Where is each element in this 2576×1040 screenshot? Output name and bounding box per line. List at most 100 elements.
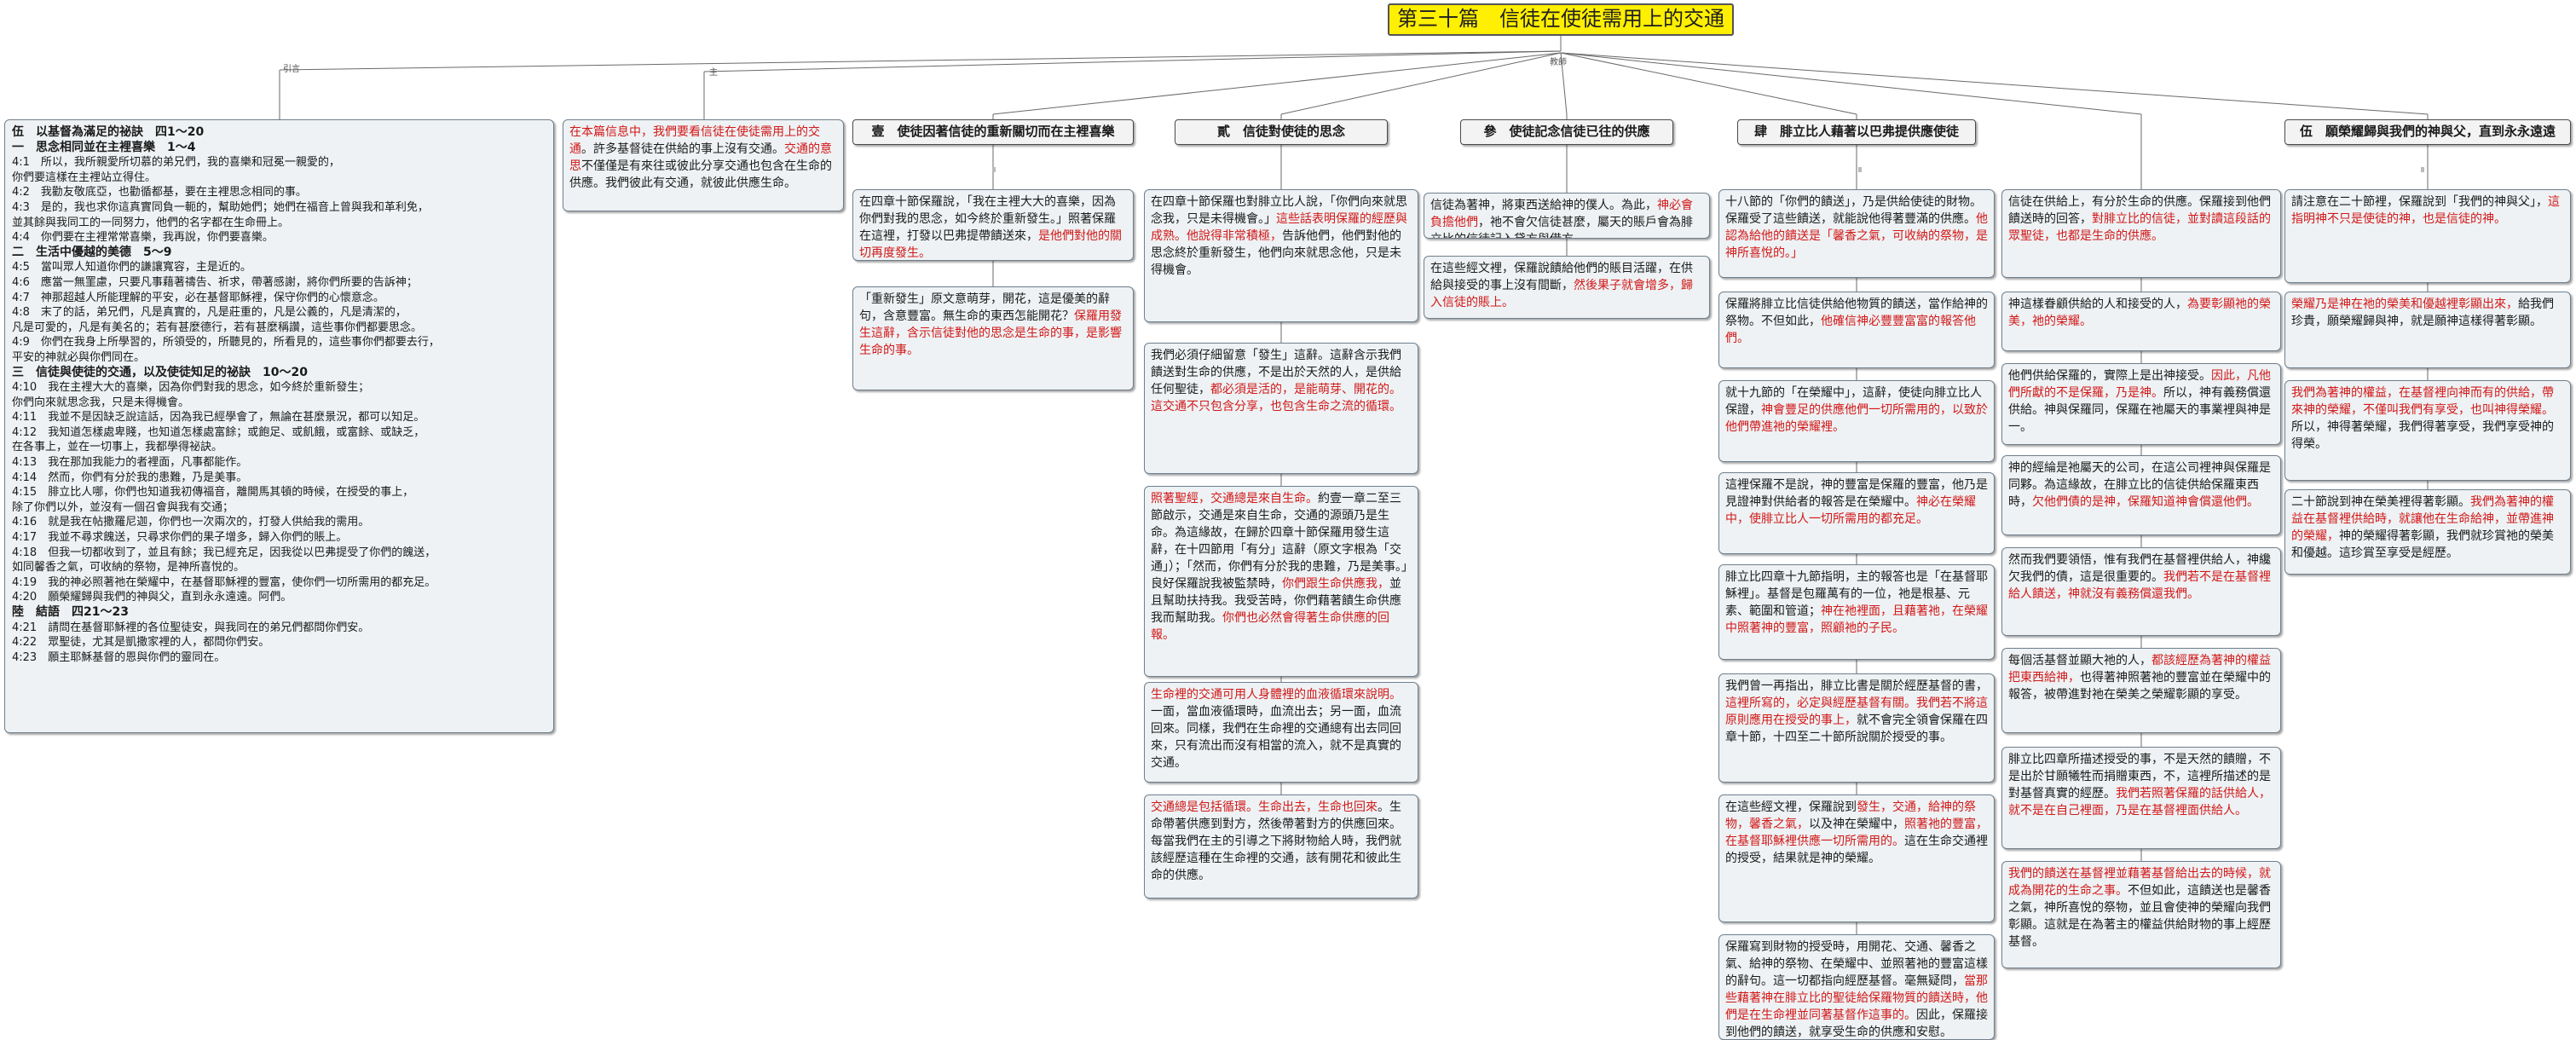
outline-verse-line: 4:5 當叫眾人知道你們的謙讓寬容，主是近的。	[12, 261, 251, 274]
highlighted-text: 我們若照著保羅的話供給人，就不是在自己裡面，乃是在基督裡面供給人。	[2008, 787, 2271, 818]
body-text: 這裡保羅不是說，神的豐富是保羅的豐富，他乃是見證神對供給者的報答是在榮耀中。	[1725, 478, 1988, 509]
highlighted-text: 照著聖經，交通總是來自生命。	[1151, 492, 1318, 506]
body-text: 就十九節的「在榮耀中」，這辭，使徒向腓立比人保證，	[1725, 386, 1982, 417]
highlighted-text: 是他們對他的關切再度發生。	[859, 229, 1122, 260]
body-text: 十八節的「你們的饋送」，乃是供給使徒的財物。保羅受了這些饋送，就能說他得著豐滿的…	[1725, 195, 1982, 226]
note-box[interactable]: 然而我們要領悟，惟有我們在基督裡供給人，神纔欠我們的債，這是很重要的。我們若不是…	[2001, 547, 2281, 636]
body-text: 在四章十節保羅說，「我在主裡大大的喜樂，因為你們對我的思念，如今終於重新發生。」…	[859, 195, 1116, 243]
outline-verse-line: 並其餘與我同工的一同努力，他們的名字都在生命冊上。	[12, 216, 290, 229]
outline-verse-line: 4:11 我並不是因缺乏說這話，因為我已經學會了，無論在甚麼景況，都可以知足。	[12, 411, 425, 425]
note-box[interactable]: 在四章十節保羅也對腓立比人說，「你們向來就思念我，只是未得機會。」這些話表明保羅…	[1144, 189, 1418, 322]
body-text: 神的經綸是祂屬天的公司，在這公司裡神與保羅是同夥。為這緣故，在腓立比的信徒供給保…	[2008, 461, 2271, 509]
topic-heading[interactable]: 參 使徒記念信徒已往的供應	[1460, 119, 1673, 145]
highlighted-text: 神在祂裡面，且藉著祂，在榮耀中照著神的豐富，照顧祂的子民。	[1725, 604, 1988, 635]
outline-section-heading: 三 信徒與使徒的交通，以及使徒知足的祕訣 10～20	[12, 365, 308, 379]
note-box[interactable]: 生命裡的交通可用人身體裡的血液循環來說明。一面，當血液循環時，血流出去；另一面，…	[1144, 682, 1418, 783]
body-text: 保羅寫到財物的授受時，用開花、交通、馨香之氣、給神的祭物、在榮耀中、並照著祂的豐…	[1725, 940, 1988, 988]
note-box[interactable]: 「重新發生」原文意萌芽，開花，這是優美的辭句，含意豐富。無生命的東西怎能開花？保…	[852, 286, 1134, 390]
topic-heading[interactable]: 貳 信徒對使徒的思念	[1175, 119, 1388, 145]
note-box[interactable]: 照著聖經，交通總是來自生命。約壹一章二至三節啟示，交通是來自生命，交通的源頭乃是…	[1144, 486, 1418, 677]
note-box[interactable]: 十八節的「你們的饋送」，乃是供給使徒的財物。保羅受了這些饋送，就能說他得著豐滿的…	[1718, 189, 1995, 278]
outline-verse-line: 4:12 我知道怎樣處卑賤，也知道怎樣處富餘；或飽足、或飢餓，或富餘、或缺乏，	[12, 425, 425, 439]
note-box[interactable]: 就十九節的「在榮耀中」，這辭，使徒向腓立比人保證，神會豐足的供應他們一切所需用的…	[1718, 380, 1995, 462]
body-text: 給我們珍貴，願榮耀歸與神，就是願神這樣得著彰顯。	[2291, 298, 2554, 328]
highlighted-text: 我們若不將這原則應用在授受的事上，	[1725, 696, 1988, 727]
link-marker	[1858, 167, 1862, 172]
highlighted-text: 他確信神必豐豐富富的報答他們。	[1725, 315, 1976, 345]
note-box[interactable]: 信徒為著神，將東西送給神的僕人。為此，神必會負擔他們，祂不會欠信徒甚麼，屬天的賬…	[1424, 193, 1710, 239]
outline-verse-line: 4:8 末了的話，弟兄們，凡是真實的，凡是莊重的，凡是公義的，凡是清潔的，	[12, 306, 407, 320]
note-box[interactable]: 腓立比四章所描述授受的事，不是天然的饋贈，不是出於甘願犧牲而捐贈東西，不，這裡所…	[2001, 747, 2281, 849]
body-text: 這在生命交通裡的授受，結果就是神的榮耀。	[1725, 835, 1988, 865]
root-topic-title[interactable]: 第三十篇 信徒在使徒需用上的交通	[1388, 3, 1734, 36]
outline-verse-line: 你們向來就思念我，只是未得機會。	[12, 396, 190, 409]
connector-line	[1280, 52, 1562, 115]
note-box[interactable]: 他們供給保羅的，實際上是出神接受。因此，凡他們所獻的不是保羅，乃是神。所以，神有…	[2001, 363, 2281, 445]
outline-section-heading: 陸 結語 四21～23	[12, 605, 129, 619]
note-box[interactable]: 神的經綸是祂屬天的公司，在這公司裡神與保羅是同夥。為這緣故，在腓立比的信徒供給保…	[2001, 455, 2281, 535]
note-box[interactable]: 在這些經文裡，保羅說到發生，交通，給神的祭物，馨香之氣，以及神在榮耀中，照著祂的…	[1718, 794, 1995, 922]
outline-verse-line: 在各事上，並在一切事上，我都學得祕訣。	[12, 441, 223, 454]
note-box[interactable]: 我們為著神的權益，在基督裡向神而有的供給，帶來神的榮耀，不僅叫我們有享受，也叫神…	[2284, 380, 2571, 481]
body-text: 他們供給保羅的，實際上是出神接受。	[2008, 369, 2211, 383]
note-box[interactable]: 我們曾一再指出，腓立比書是關於經歷基督的書，這裡所寫的，必定與經歷基督有關。我們…	[1718, 673, 1995, 783]
note-box[interactable]: 每個活基督並顯大祂的人，都該經歷為著神的權益把東西給神，也得著神照著祂的豐富並在…	[2001, 648, 2281, 733]
body-text: 也得著神照著祂的豐富並在榮耀中的報答，被帶進對祂在榮美之榮耀彰顯的享受。	[2008, 671, 2271, 702]
highlighted-text: 神必在榮耀中，使腓立比人一切所需用的都充足。	[1725, 495, 1976, 526]
highlighted-text: 發生，交通，給神的祭物，馨香之氣，	[1725, 800, 1976, 831]
highlighted-text: 不僅叫我們有享受，也叫神得榮耀。	[2363, 403, 2554, 417]
highlighted-text: 他認為給他的饋送是「馨香之氣，可收納的祭物，是神所喜悅的。」	[1725, 212, 1988, 260]
highlighted-text: 榮耀乃是神在祂的榮美和優越裡彰顯出來，	[2291, 298, 2518, 311]
topic-heading[interactable]: 伍 願榮耀歸與我們的神與父，直到永永遠遠	[2284, 119, 2571, 145]
note-box[interactable]: 我們必須仔細留意「發生」這辭。這辭含示我們饋送對生命的供應，不是出於天然的人，是…	[1144, 343, 1418, 474]
outline-verse-line: 4:21 請問在基督耶穌裡的各位聖徒安，與我同在的弟兄們都問你們安。	[12, 621, 370, 634]
highlighted-text: 生命裡的交通可用人身體裡的血液循環來說明。	[1151, 688, 1401, 702]
topic-heading[interactable]: 肆 腓立比人藉著以巴弗提供應使徒	[1737, 119, 1976, 145]
highlighted-text: 交通總是包括循環。生命出去，生命也回來	[1151, 800, 1378, 814]
body-text: ，祂不會欠信徒甚麼，屬天的賬戶會為腓立比的信徒記入貸方與借方。	[1430, 216, 1693, 238]
highlighted-text: 神會豐足的供應他們一切所需用的，以致於他們帶進祂的榮耀裡。	[1725, 403, 1988, 434]
intro-note-box[interactable]: 在本篇信息中，我們要看信徒在使徒需用上的交通。許多基督徒在供給的事上沒有交通。交…	[563, 119, 844, 211]
body-text: 不但如此，這饋送也是馨香之氣，神所喜悅的祭物，並且會使神的榮耀向我們彰顯。這就是…	[2008, 884, 2271, 949]
body-text: 以及神在榮耀中，	[1809, 818, 1904, 831]
highlighted-text: 我們為著神的權益，在基督裡向神而有的供給，帶來神的榮耀，	[2291, 386, 2554, 417]
body-text: 在這些經文裡，保羅說饋給他們的賬目活躍，在供給與接受的事上沒有間斷，	[1430, 262, 1693, 292]
note-box[interactable]: 神這樣眷顧供給的人和接受的人，為要彰顯祂的榮美，祂的榮耀。	[2001, 292, 2281, 351]
topic-heading[interactable]: 壹 使徒因著信徒的重新關切而在主裡喜樂	[852, 119, 1134, 145]
outline-verse-line: 4:13 我在那加我能力的者裡面，凡事都能作。	[12, 456, 248, 470]
connector-line	[279, 50, 1562, 71]
body-text: 然而我們要領悟，惟有我們在基督裡供給人，神纔欠我們的債，這是很重要的。	[2008, 553, 2271, 584]
note-box[interactable]: 二十節說到神在榮美裡得著彰顯。我們為著神的權益在基督裡供給時，就讓他在生命給神，…	[2284, 489, 2571, 575]
note-box[interactable]: 在這些經文裡，保羅說饋給他們的賬目活躍，在供給與接受的事上沒有間斷，然後果子就會…	[1424, 256, 1710, 319]
highlighted-text: 你們跟生命供應我，	[1282, 577, 1389, 591]
outline-verse-line: 4:23 願主耶穌基督的恩與你們的靈同在。	[12, 650, 226, 664]
connector-line	[1560, 52, 2429, 115]
highlighted-text: 你們也必然會得著生命供應的回報。	[1151, 611, 1389, 642]
outline-verse-line: 4:17 我並不尋求餽送，只尋求你們的果子增多，歸入你們的賬上。	[12, 531, 348, 545]
note-box[interactable]: 信徒在供給上，有分於生命的供應。保羅接到他們饋送時的回答，對腓立比的信徒，並對讀…	[2001, 189, 2281, 278]
outline-section-heading: 一 思念相同並在主裡喜樂 1～4	[12, 140, 196, 154]
body-text: 腓立比四章所描述授受的事，不是天然的饋贈，不是出於甘願犧牲而捐贈東西，不，這裡所…	[2008, 753, 2271, 800]
outline-verse-line: 4:7 神那超越人所能理解的平安，必在基督耶穌裡，保守你們的心懷意念。	[12, 291, 384, 304]
note-box[interactable]: 這裡保羅不是說，神的豐富是保羅的豐富，他乃是見證神對供給者的報答是在榮耀中。神必…	[1718, 472, 1995, 554]
note-box[interactable]: 我們的饋送在基督裡並藉著基督給出去的時候，就成為開花的生命之事。不但如此，這饋送…	[2001, 861, 2281, 968]
body-text: 所以，神有義務償還供給。神與保羅同，保羅在祂屬天的事業裡與神是一。	[2008, 386, 2271, 434]
outline-verse-line: 4:14 然而，你們有分於我的患難，乃是美事。	[12, 471, 248, 484]
note-box[interactable]: 在四章十節保羅說，「我在主裡大大的喜樂，因為你們對我的思念，如今終於重新發生。」…	[852, 189, 1134, 261]
note-box[interactable]: 腓立比四章十九節指明，主的報答也是「在基督耶穌裡」。基督是包羅萬有的一位，祂是根…	[1718, 564, 1995, 660]
branch-label-main: 教師	[1550, 58, 1567, 67]
outline-verse-line: 4:22 眾聖徒，尤其是凱撒家裡的人，都問你們安。	[12, 636, 270, 650]
outline-verse-line: 4:2 我勸友敬底亞，也勸循都基，要在主裡思念相同的事。	[12, 186, 307, 199]
highlighted-text: 這指明神不只是使徒的神，也是信徒的神。	[2291, 195, 2560, 226]
note-box[interactable]: 保羅將腓立比信徒供給他物質的饋送，當作給神的祭物。不但如此，他確信神必豐豐富富的…	[1718, 292, 1995, 368]
body-text: 「重新發生」原文意萌芽，開花，這是優美的辭句，含意豐富。無生命的東西怎能開花？	[859, 292, 1110, 323]
note-box[interactable]: 榮耀乃是神在祂的榮美和優越裡彰顯出來，給我們珍貴，願榮耀歸與神，就是願神這樣得著…	[2284, 292, 2571, 368]
body-text: 不僅僅是有來往或彼此分享交通也包含在生命的供應。我們彼此有交通，就彼此供應生命。	[569, 159, 832, 190]
note-box[interactable]: 保羅寫到財物的授受時，用開花、交通、馨香之氣、給神的祭物、在榮耀中、並照著祂的豐…	[1718, 934, 1995, 1040]
note-box[interactable]: 請注意在二十節裡，保羅說到「我們的神與父」，這指明神不只是使徒的神，也是信徒的神…	[2284, 189, 2571, 283]
body-text: 約壹一章二至三節啟示，交通是來自生命，交通的源頭乃是生命。為這緣故，在歸於四章十…	[1151, 492, 1407, 591]
note-box[interactable]: 交通總是包括循環。生命出去，生命也回來。生命帶著供應到對方，然後帶著對方的供應回…	[1144, 794, 1418, 898]
highlighted-text: 我們的饋送在基督裡並藉著基督給出去的時候，就成為開花的生命之事。	[2008, 867, 2271, 898]
connector-line	[1560, 52, 2142, 115]
